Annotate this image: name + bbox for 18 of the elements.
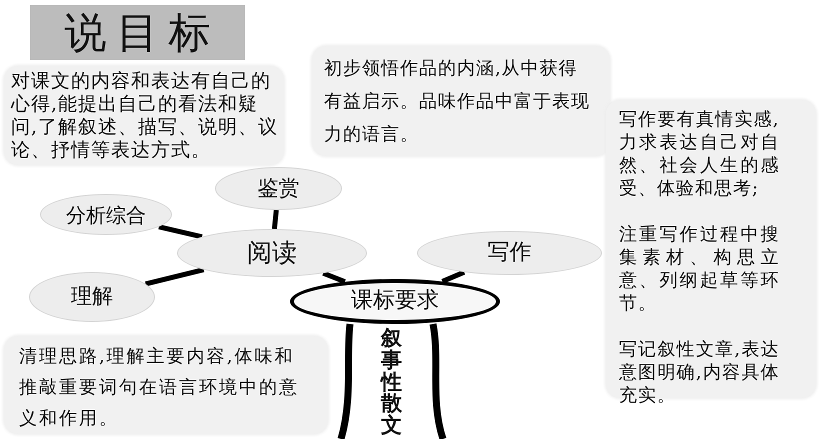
card-text: 注重写作过程中搜集素材、构思立意、列纲起草等环节。 bbox=[619, 223, 780, 315]
card-text: 初步领悟作品的内涵,从中获得有益启示。品味作品中富于表现力的语言。 bbox=[324, 57, 591, 147]
card-text: 对课文的内容和表达有自己的心得,能提出自己的看法和疑问,了解叙述、描写、说明、议论、抒情等表达方式。 bbox=[11, 70, 279, 162]
card-text: 写记叙性文章,表达意图明确,内容具体充实。 bbox=[619, 338, 780, 407]
central-label: 课标要求 bbox=[351, 289, 439, 314]
topic-label: 阅读 bbox=[247, 239, 297, 267]
connector-line bbox=[145, 267, 204, 286]
trunk-label: 叙事性散文 bbox=[381, 327, 402, 436]
card-text: 写作要有真情实感,力求表达自己对自然、社会人生的感受、体验和思考; bbox=[619, 108, 780, 200]
connector-line bbox=[272, 210, 279, 230]
topic-label: 分析综合 bbox=[66, 204, 146, 226]
title: 说目标 bbox=[30, 5, 245, 60]
topic-label: 鉴赏 bbox=[258, 176, 300, 200]
topic-label: 写作 bbox=[488, 240, 532, 266]
connector-line bbox=[158, 224, 203, 240]
card-text: 清理思路,理解主要内容,体味和推敲重要词句在语言环境中的意义和作用。 bbox=[19, 345, 300, 431]
topic-label: 理解 bbox=[71, 285, 113, 309]
topic-ellipse bbox=[417, 231, 602, 275]
